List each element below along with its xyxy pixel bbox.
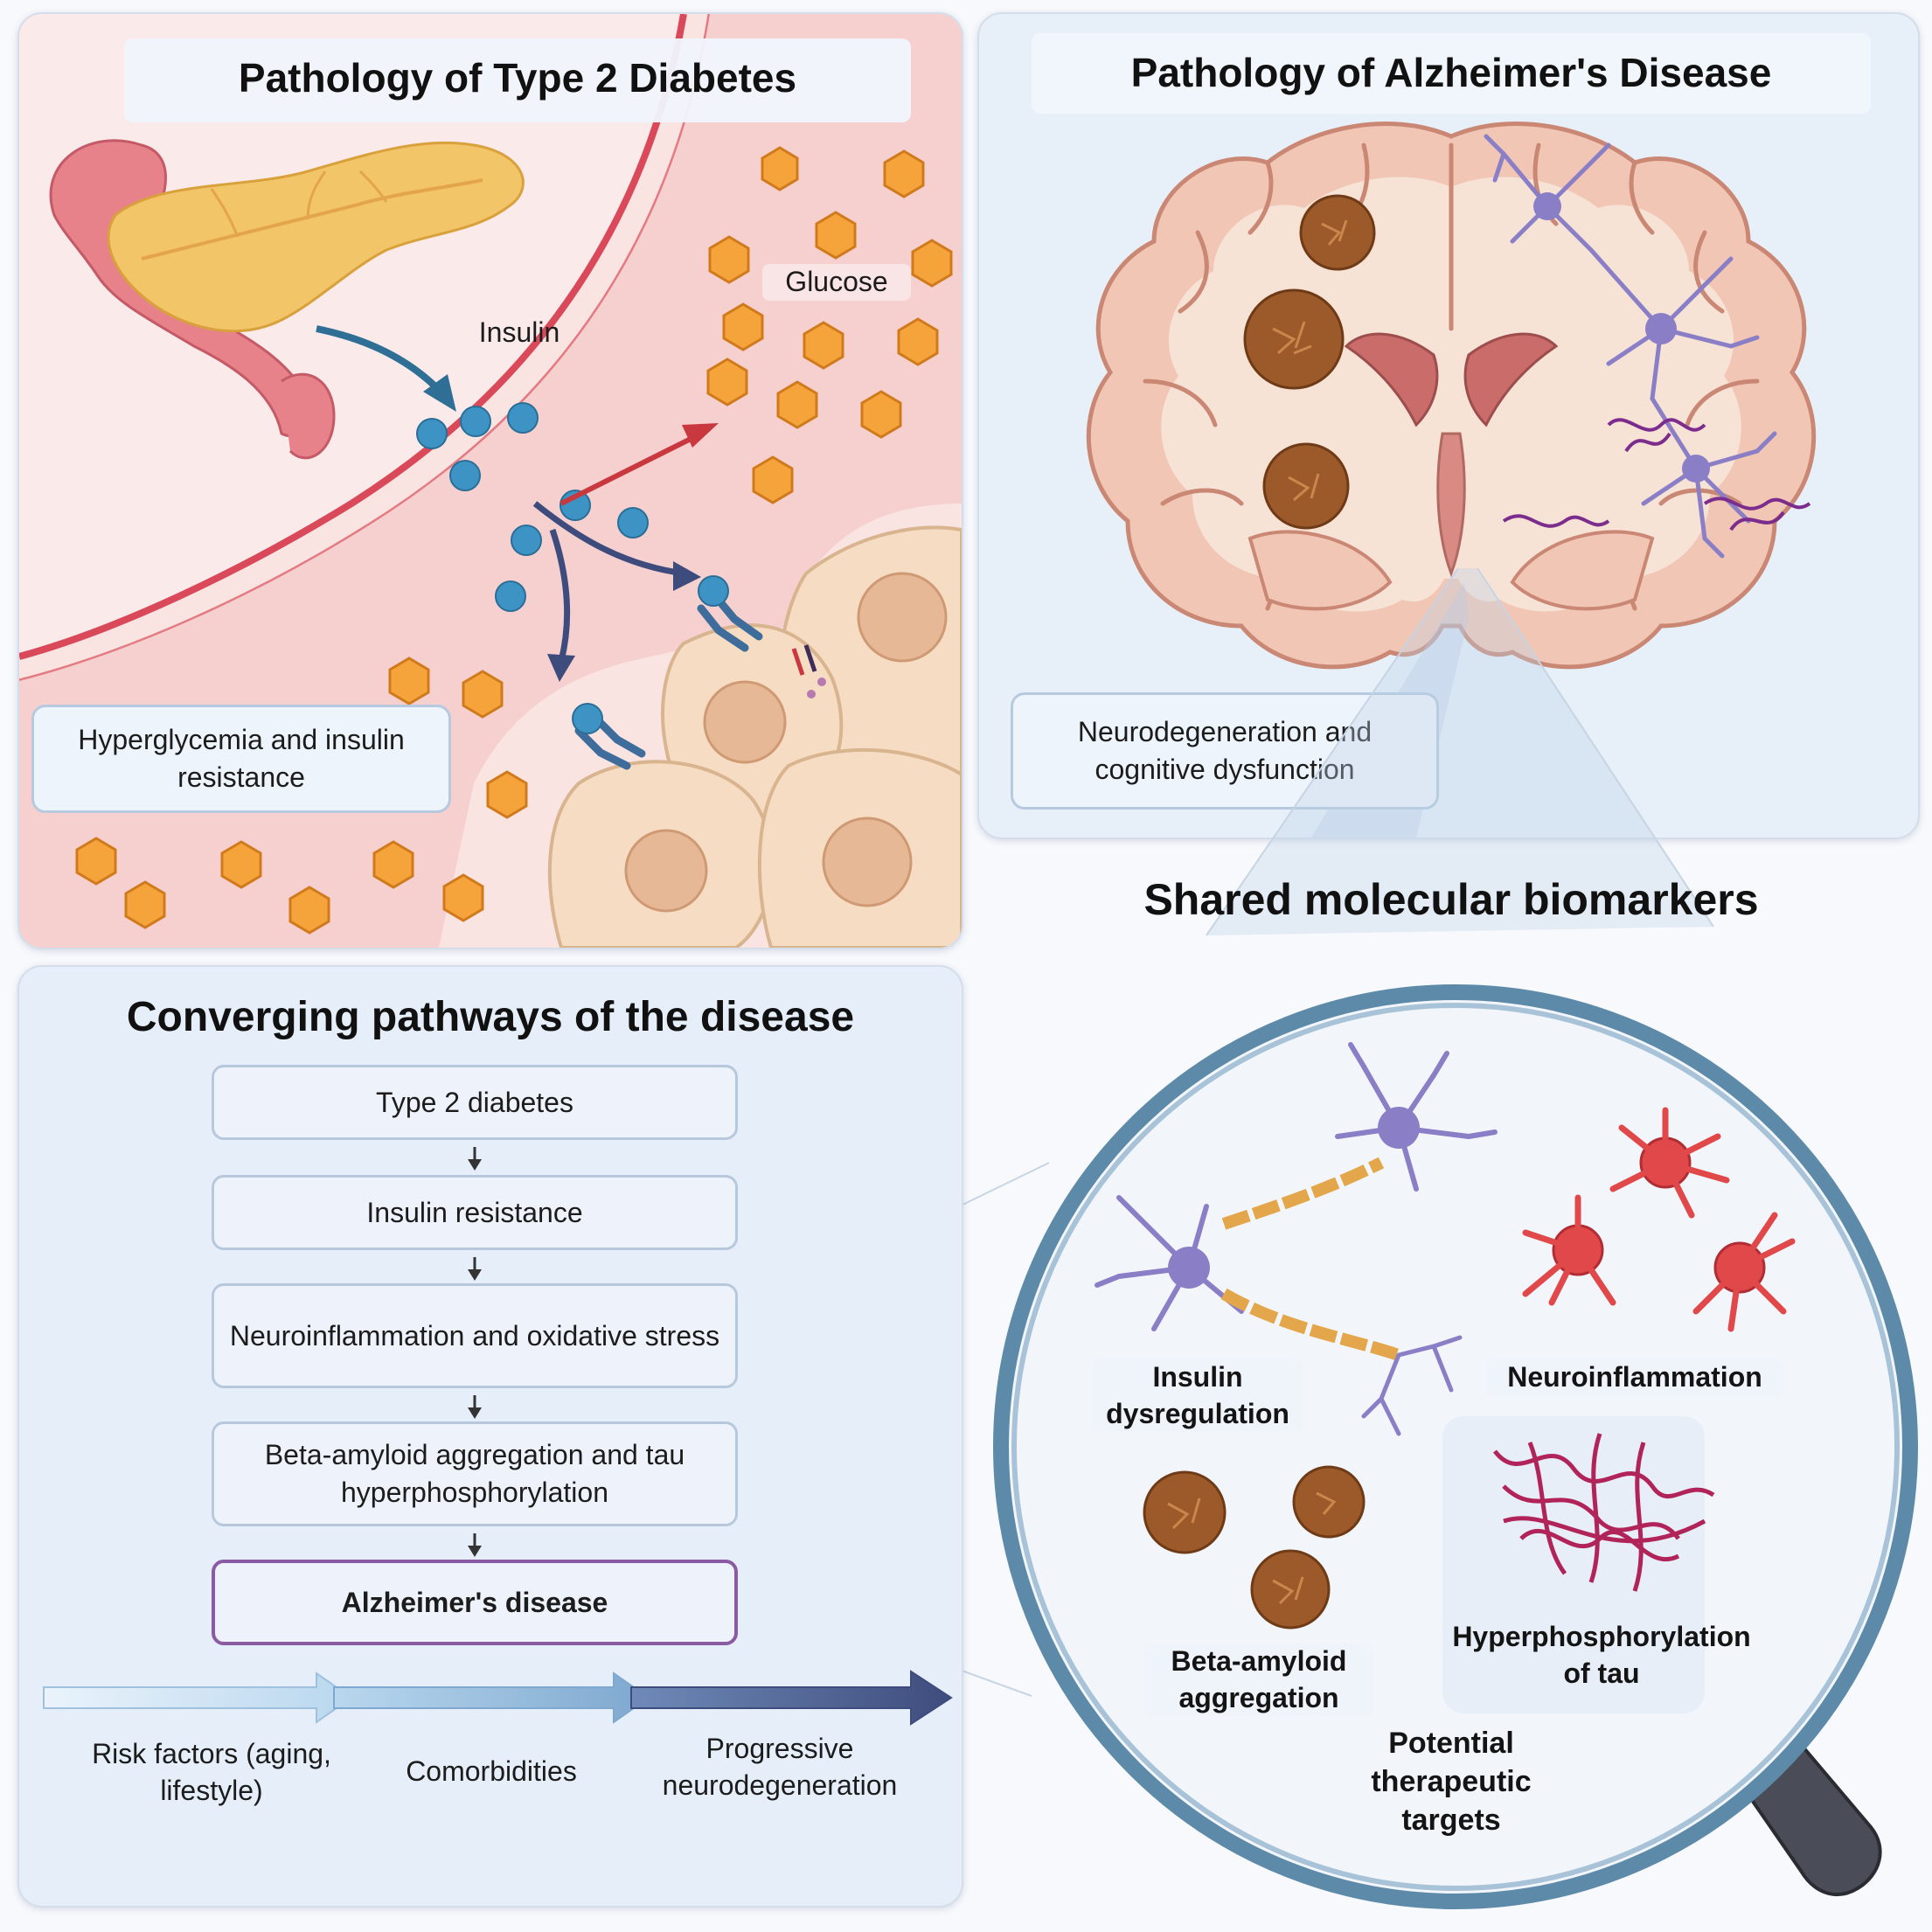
ad-title: Pathology of Alzheimer's Disease <box>1130 50 1772 95</box>
t2d-title: Pathology of Type 2 Diabetes <box>238 55 797 101</box>
glucose-label: Glucose <box>762 264 911 301</box>
ad-illustration <box>1086 122 1817 837</box>
ad-title-bar <box>1032 33 1871 114</box>
signaling-marks <box>791 644 826 698</box>
neuron-icon <box>1484 134 1777 559</box>
insulin-molecule-icon <box>416 402 649 612</box>
ad-callout: Neurodegeneration and cognitive dysfunct… <box>1011 692 1439 810</box>
label-neuroinflammation: Neuroinflammation <box>1486 1359 1783 1396</box>
flow-arrow-1 <box>468 1147 482 1171</box>
timeline-arrow-2 <box>333 1671 650 1724</box>
insulin-receptor-icon <box>574 594 763 770</box>
myelinated-axon-2 <box>1220 1288 1401 1361</box>
label-tau: Hyperphosphorylation of tau <box>1452 1621 1751 1689</box>
timeline-progressive-neurodegeneration: Progressive neurodegeneration <box>662 1733 898 1801</box>
neuron-cell-bodies <box>1533 192 1710 483</box>
tau-tangle-icon-lens <box>1493 1433 1715 1592</box>
flow-step-insulin-resistance: Insulin resistance <box>212 1175 738 1250</box>
label-therapeutic-targets: Potential therapeutic targets <box>1371 1727 1532 1838</box>
vessel-wall <box>19 14 687 660</box>
ad-panel: Pathology of Alzheimer's Disease Neurode… <box>977 12 1920 839</box>
insulin-label: Insulin <box>478 316 560 348</box>
flow-arrow-4 <box>468 1533 482 1557</box>
biomarkers-title: Shared molecular biomarkers <box>1143 875 1759 924</box>
timeline-comorbidities: Comorbidities <box>406 1755 577 1787</box>
flow-arrow-2 <box>468 1257 482 1281</box>
timeline-arrow-3 <box>630 1670 953 1726</box>
pathways-title: Converging pathways of the disease <box>126 994 855 1040</box>
flow-step-type2-diabetes: Type 2 diabetes <box>212 1065 738 1140</box>
flow-step-beta-amyloid: Beta-amyloid aggregation and tau hyperph… <box>212 1421 738 1526</box>
timeline-arrow-1 <box>43 1671 353 1724</box>
insulin-secretion-arrow <box>316 325 441 393</box>
neuron-icon-lens <box>1095 1042 1498 1331</box>
tau-tangle-icon <box>1502 418 1811 532</box>
t2d-panel: Pathology of Type 2 Diabetes Insulin Glu… <box>17 12 963 949</box>
flow-step-neuroinflammation: Neuroinflammation and oxidative stress <box>212 1283 738 1388</box>
body-cells <box>547 525 962 948</box>
myelinated-axon <box>1221 1157 1385 1230</box>
glucose-hexagon-icon <box>75 146 953 935</box>
t2d-title-bar <box>124 38 911 122</box>
flow-arrow-3 <box>468 1395 482 1419</box>
pancreas-icon <box>49 139 525 460</box>
flow-step-alzheimers: Alzheimer's disease <box>212 1560 738 1645</box>
insulin-binding-arrow <box>532 501 685 577</box>
neuron-bodies-lens <box>1168 1107 1420 1289</box>
label-insulin-dysregulation: Insulin dysregulation <box>1093 1359 1303 1433</box>
timeline-arrows <box>43 1670 953 1726</box>
label-beta-amyloid: Beta-amyloid aggregation <box>1145 1644 1373 1717</box>
timeline-risk-factors: Risk factors (aging, lifestyle) <box>92 1738 331 1806</box>
t2d-callout: Hyperglycemia and insulin resistance <box>31 705 451 813</box>
pathways-panel: Converging pathways of the disease Type … <box>17 965 963 1908</box>
glucose-uptake-arrow <box>559 431 703 506</box>
